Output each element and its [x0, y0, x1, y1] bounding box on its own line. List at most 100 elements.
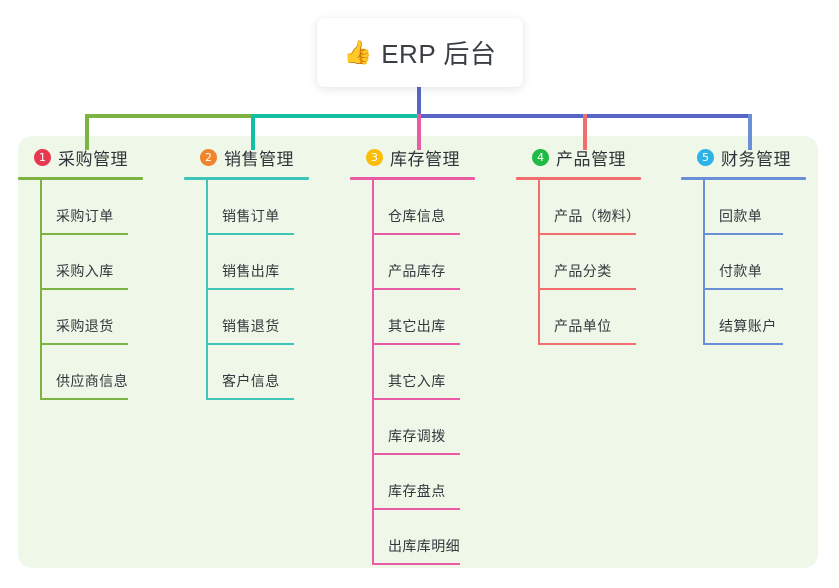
branch-item-underline — [40, 233, 128, 235]
branch-number-badge: 3 — [366, 148, 383, 166]
branch-item-label: 采购入库 — [56, 263, 114, 279]
branch-item[interactable]: 库存盘点 — [350, 455, 500, 510]
thumbs-up-icon: 👍 — [343, 39, 373, 65]
branch-item-underline — [206, 233, 294, 235]
branch-item[interactable]: 其它入库 — [350, 345, 500, 400]
branch-spine — [206, 180, 208, 400]
branch-item-label: 产品库存 — [388, 263, 446, 279]
branch-column-product: 4 产品管理产品（物料） 产品分类产品单位 — [516, 144, 666, 345]
branch-item-underline — [372, 453, 460, 455]
connector-drop-purchasing — [85, 114, 89, 150]
branch-item[interactable]: 付款单 — [681, 235, 821, 290]
root-node-card[interactable]: 👍 ERP 后台 — [317, 18, 523, 87]
branch-item-label: 付款单 — [719, 263, 763, 279]
branch-item-underline — [372, 563, 460, 565]
branch-item-label: 产品分类 — [554, 263, 612, 279]
branch-item-underline — [206, 398, 294, 400]
connector-drop-sales — [251, 114, 255, 150]
branch-item-label: 产品单位 — [554, 318, 612, 334]
branch-item-underline — [206, 343, 294, 345]
branch-underline — [516, 177, 641, 180]
connector-trunk-vertical — [417, 80, 421, 116]
branch-item-list: 回款单付款单结算账户 — [681, 180, 821, 345]
connector-drop-product — [583, 114, 587, 150]
branch-header-product[interactable]: 4 产品管理 — [516, 144, 666, 170]
branch-underline — [350, 177, 475, 180]
branch-item[interactable]: 其它出库 — [350, 290, 500, 345]
branch-item-list: 产品（物料） 产品分类产品单位 — [516, 180, 666, 345]
diagram-panel — [18, 136, 818, 568]
branch-item-label: 销售出库 — [222, 263, 280, 279]
branch-item[interactable]: 采购退货 — [18, 290, 168, 345]
branch-item-underline — [40, 343, 128, 345]
branch-item-list: 销售订单销售出库销售退货客户信息 — [184, 180, 334, 400]
branch-item-underline — [538, 288, 636, 290]
branch-item-underline — [538, 343, 636, 345]
branch-underline — [18, 177, 143, 180]
branch-item[interactable]: 产品分类 — [516, 235, 666, 290]
branch-item-underline — [40, 398, 128, 400]
branch-item-label: 销售订单 — [222, 208, 280, 224]
branch-item[interactable]: 产品（物料） — [516, 180, 666, 235]
branch-item[interactable]: 回款单 — [681, 180, 821, 235]
branch-item-underline — [538, 233, 636, 235]
branch-item-label: 其它入库 — [388, 373, 446, 389]
branch-title: 产品管理 — [556, 149, 626, 169]
branch-item-label: 库存调拨 — [388, 428, 446, 444]
branch-item-label: 库存盘点 — [388, 483, 446, 499]
branch-item[interactable]: 出库库明细 — [350, 510, 500, 565]
branch-header-sales[interactable]: 2 销售管理 — [184, 144, 334, 170]
branch-item[interactable]: 采购入库 — [18, 235, 168, 290]
branch-item-label: 销售退货 — [222, 318, 280, 334]
branch-item-label: 仓库信息 — [388, 208, 446, 224]
connector-drop-finance — [748, 114, 752, 150]
branch-item[interactable]: 销售退货 — [184, 290, 334, 345]
branch-item[interactable]: 仓库信息 — [350, 180, 500, 235]
branch-item-underline — [703, 233, 783, 235]
branch-item[interactable]: 结算账户 — [681, 290, 821, 345]
branch-item[interactable]: 产品单位 — [516, 290, 666, 345]
branch-title: 库存管理 — [390, 149, 460, 169]
branch-item-label: 其它出库 — [388, 318, 446, 334]
branch-title: 采购管理 — [58, 149, 128, 169]
branch-column-inventory: 3 库存管理仓库信息产品库存其它出库其它入库库存调拨库存盘点出库库明细 — [350, 144, 500, 565]
branch-item-underline — [703, 288, 783, 290]
branch-title: 销售管理 — [224, 149, 294, 169]
branch-spine — [538, 180, 540, 345]
branch-item[interactable]: 库存调拨 — [350, 400, 500, 455]
branch-item-underline — [703, 343, 783, 345]
branch-item[interactable]: 采购订单 — [18, 180, 168, 235]
branch-item[interactable]: 客户信息 — [184, 345, 334, 400]
branch-item-label: 出库库明细 — [388, 538, 460, 554]
branch-item-label: 结算账户 — [719, 318, 777, 334]
branch-item-list: 仓库信息产品库存其它出库其它入库库存调拨库存盘点出库库明细 — [350, 180, 500, 565]
branch-number-badge: 2 — [200, 148, 217, 166]
branch-item-underline — [372, 343, 460, 345]
branch-item-label: 采购订单 — [56, 208, 114, 224]
branch-item[interactable]: 产品库存 — [350, 235, 500, 290]
connector-drop-inventory — [417, 114, 421, 150]
branch-item-underline — [372, 398, 460, 400]
branch-spine — [372, 180, 374, 565]
branch-column-sales: 2 销售管理销售订单销售出库销售退货客户信息 — [184, 144, 334, 400]
branch-underline — [681, 177, 806, 180]
branch-item-label: 客户信息 — [222, 373, 280, 389]
connector-bus-green — [85, 114, 253, 118]
connector-bus-teal — [251, 114, 419, 118]
branch-item-label: 产品（物料） — [554, 208, 641, 224]
branch-underline — [184, 177, 309, 180]
branch-item-label: 回款单 — [719, 208, 763, 224]
branch-number-badge: 4 — [532, 148, 549, 166]
branch-item-label: 采购退货 — [56, 318, 114, 334]
branch-number-badge: 5 — [697, 148, 714, 166]
branch-item[interactable]: 供应商信息 — [18, 345, 168, 400]
branch-item-label: 供应商信息 — [56, 373, 128, 389]
root-node-title: ERP 后台 — [381, 39, 497, 69]
branch-header-inventory[interactable]: 3 库存管理 — [350, 144, 500, 170]
branch-spine — [703, 180, 705, 345]
branch-item[interactable]: 销售出库 — [184, 235, 334, 290]
branch-item[interactable]: 销售订单 — [184, 180, 334, 235]
